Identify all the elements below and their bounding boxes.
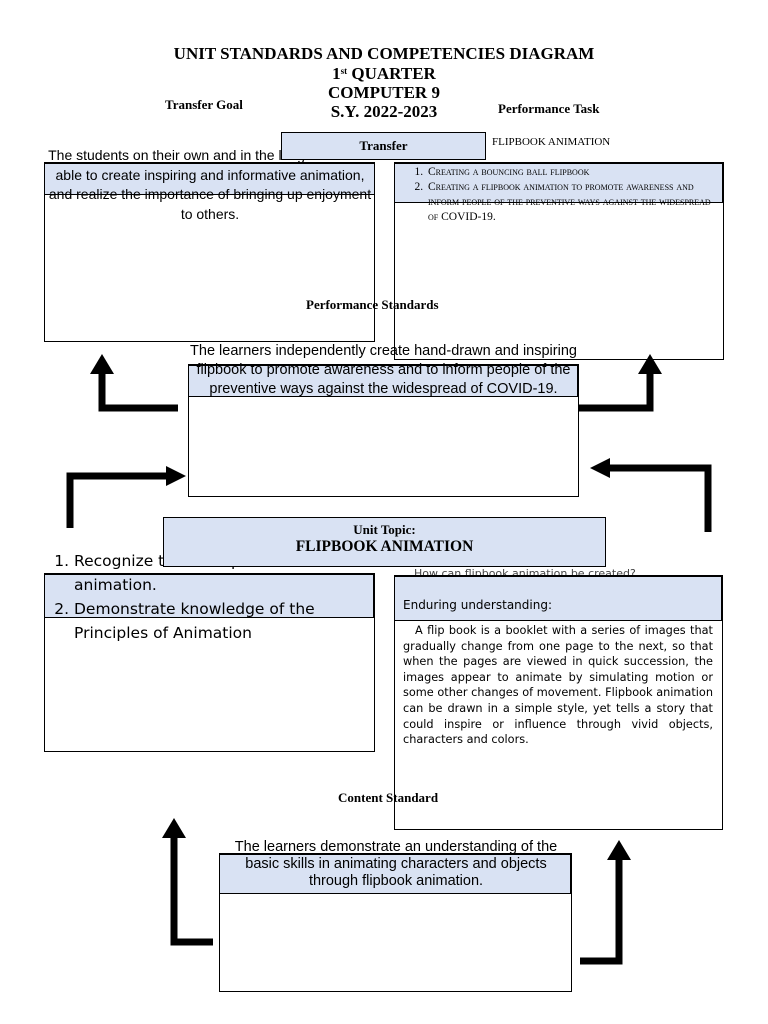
- quarter-word: QUARTER: [347, 64, 436, 83]
- enduring-understanding-box: Enduring understanding: A flip book is a…: [394, 575, 723, 830]
- performance-standard-box: [188, 364, 579, 497]
- unit-topic-box: Unit Topic: FLIPBOOK ANIMATION: [163, 517, 606, 567]
- arrow-to-performance-task: [578, 372, 654, 412]
- competencies-band: [44, 574, 374, 618]
- performance-standards-label: Performance Standards: [306, 297, 439, 312]
- quarter-heading: 1st QUARTER: [0, 64, 768, 83]
- quarter-number: 1: [332, 64, 341, 83]
- performance-task-item-2: Creating a flipbook animation to promote…: [426, 180, 720, 225]
- content-standard-band: [219, 854, 571, 894]
- performance-task-label: Performance Task: [498, 101, 600, 116]
- competencies-list: Recognize the Principles of animation. D…: [48, 549, 368, 645]
- performance-task-title: FLIPBOOK ANIMATION: [492, 136, 611, 148]
- transfer-goal-band: [44, 163, 375, 195]
- unit-topic-label: Unit Topic:: [353, 522, 416, 537]
- transfer-goal-label: Transfer Goal: [165, 97, 243, 112]
- arrow-from-competencies: [66, 472, 168, 528]
- performance-standard-band: [188, 365, 578, 397]
- arrow-from-enduring: [608, 464, 712, 532]
- content-standard-text: The learners demonstrate an understandin…: [234, 839, 558, 889]
- performance-task-box: [394, 162, 724, 360]
- arrow-to-transfer-goal: [98, 372, 178, 412]
- content-standard-box: [219, 853, 572, 992]
- document-title: UNIT STANDARDS AND COMPETENCIES DIAGRAM: [173, 44, 595, 63]
- transfer-label: Transfer: [281, 132, 486, 160]
- competency-item-2: Demonstrate knowledge of the Principles …: [74, 597, 368, 645]
- competencies-box: [44, 573, 375, 752]
- performance-standard-text: The learners independently create hand-d…: [190, 343, 577, 397]
- performance-task-band: [394, 163, 723, 203]
- arrow-to-enduring: [580, 858, 623, 965]
- arrow-to-competencies: [170, 836, 213, 946]
- quarter-suffix: st: [340, 66, 348, 76]
- unit-topic-title: FLIPBOOK ANIMATION: [295, 538, 474, 555]
- performance-task-list: Creating a bouncing ball flipbook Creati…: [402, 165, 720, 225]
- subject-heading: COMPUTER 9: [328, 83, 440, 102]
- enduring-understanding-text: A flip book is a booklet with a series o…: [403, 624, 713, 747]
- transfer-goal-box: [44, 162, 375, 342]
- enduring-understanding-heading: Enduring understanding:: [394, 576, 722, 621]
- content-standard-label: Content Standard: [338, 790, 439, 805]
- performance-task-item-1: Creating a bouncing ball flipbook: [426, 165, 720, 180]
- school-year-heading: S.Y. 2022-2023: [330, 102, 438, 121]
